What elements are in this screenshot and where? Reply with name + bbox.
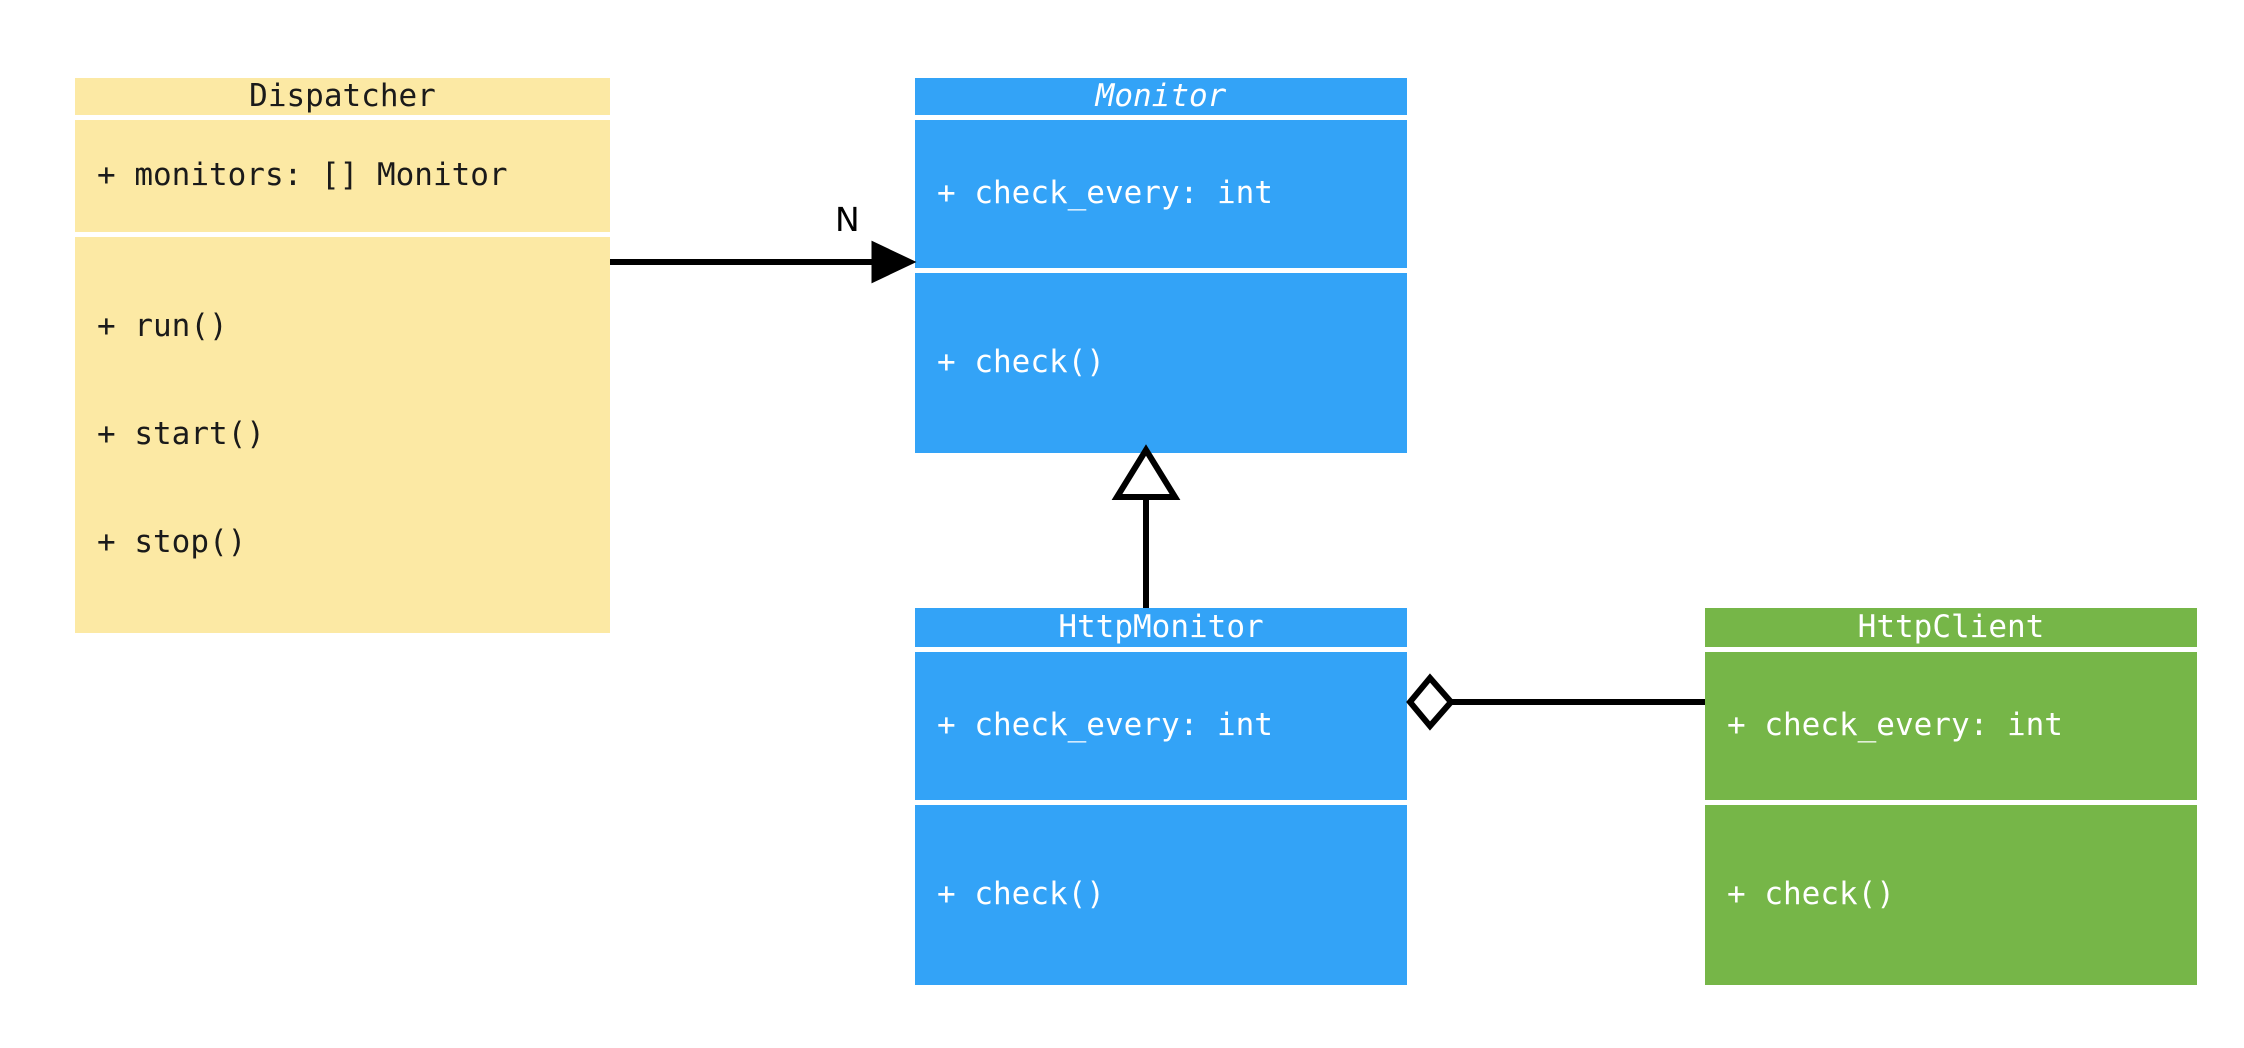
class-attributes-compartment: + check_every: int — [1705, 652, 2197, 801]
class-name-dispatcher: Dispatcher — [249, 78, 436, 114]
attribute-list-monitor: + check_every: int — [915, 104, 1407, 284]
class-methods-compartment: + run() + start() + stop() — [75, 237, 610, 633]
class-title-compartment: Dispatcher — [75, 78, 610, 116]
uml-class-httpmonitor[interactable]: HttpMonitor + check_every: int + check() — [915, 608, 1407, 985]
class-title-compartment: HttpMonitor — [915, 608, 1407, 648]
filled-arrow-icon — [871, 240, 917, 284]
uml-class-dispatcher[interactable]: Dispatcher + monitors: [] Monitor + run(… — [75, 78, 610, 633]
class-attributes-compartment: + monitors: [] Monitor — [75, 120, 610, 233]
class-name-monitor: Monitor — [1095, 78, 1227, 114]
class-methods-compartment: + check() — [915, 805, 1407, 985]
attribute-list-dispatcher: + monitors: [] Monitor — [75, 86, 610, 266]
relationship-aggregation-httpmonitor-httpclient — [1406, 673, 1705, 731]
class-attributes-compartment: + check_every: int — [915, 652, 1407, 801]
method-list-httpclient: + check() — [1705, 805, 2197, 985]
relationship-generalization-httpmonitor-monitor — [1111, 444, 1181, 608]
attribute-item: + check_every: int — [1727, 707, 2063, 744]
association-multiplicity-label: N — [835, 200, 860, 239]
method-item: + check() — [937, 876, 1105, 913]
method-item: + run() — [97, 308, 228, 345]
class-name-httpmonitor: HttpMonitor — [1058, 609, 1264, 646]
class-attributes-compartment: + check_every: int — [915, 120, 1407, 269]
class-methods-compartment: + check() — [915, 273, 1407, 453]
method-item: + check() — [937, 344, 1105, 381]
uml-class-httpclient[interactable]: HttpClient + check_every: int + check() — [1705, 608, 2197, 985]
attribute-item: + check_every: int — [937, 707, 1273, 744]
relationship-association-dispatcher-monitor — [610, 240, 917, 284]
attribute-item: + monitors: [] Monitor — [97, 157, 508, 194]
class-name-httpclient: HttpClient — [1857, 609, 2045, 646]
attribute-list-httpclient: + check_every: int — [1705, 636, 2197, 816]
class-methods-compartment: + check() — [1705, 805, 2197, 985]
method-item: + stop() — [97, 523, 247, 560]
uml-class-monitor[interactable]: Monitor + check_every: int + check() — [915, 78, 1407, 453]
hollow-triangle-icon — [1111, 444, 1181, 500]
attribute-list-httpmonitor: + check_every: int — [915, 636, 1407, 816]
method-item: + start() — [97, 415, 265, 452]
method-item: + check() — [1727, 876, 1895, 913]
method-list-monitor: + check() — [915, 273, 1407, 453]
class-title-compartment: Monitor — [915, 78, 1407, 116]
method-list-dispatcher: + run() + start() + stop() — [75, 237, 610, 632]
hollow-diamond-icon — [1406, 673, 1455, 731]
class-title-compartment: HttpClient — [1705, 608, 2197, 648]
method-list-httpmonitor: + check() — [915, 805, 1407, 985]
attribute-item: + check_every: int — [937, 175, 1273, 212]
